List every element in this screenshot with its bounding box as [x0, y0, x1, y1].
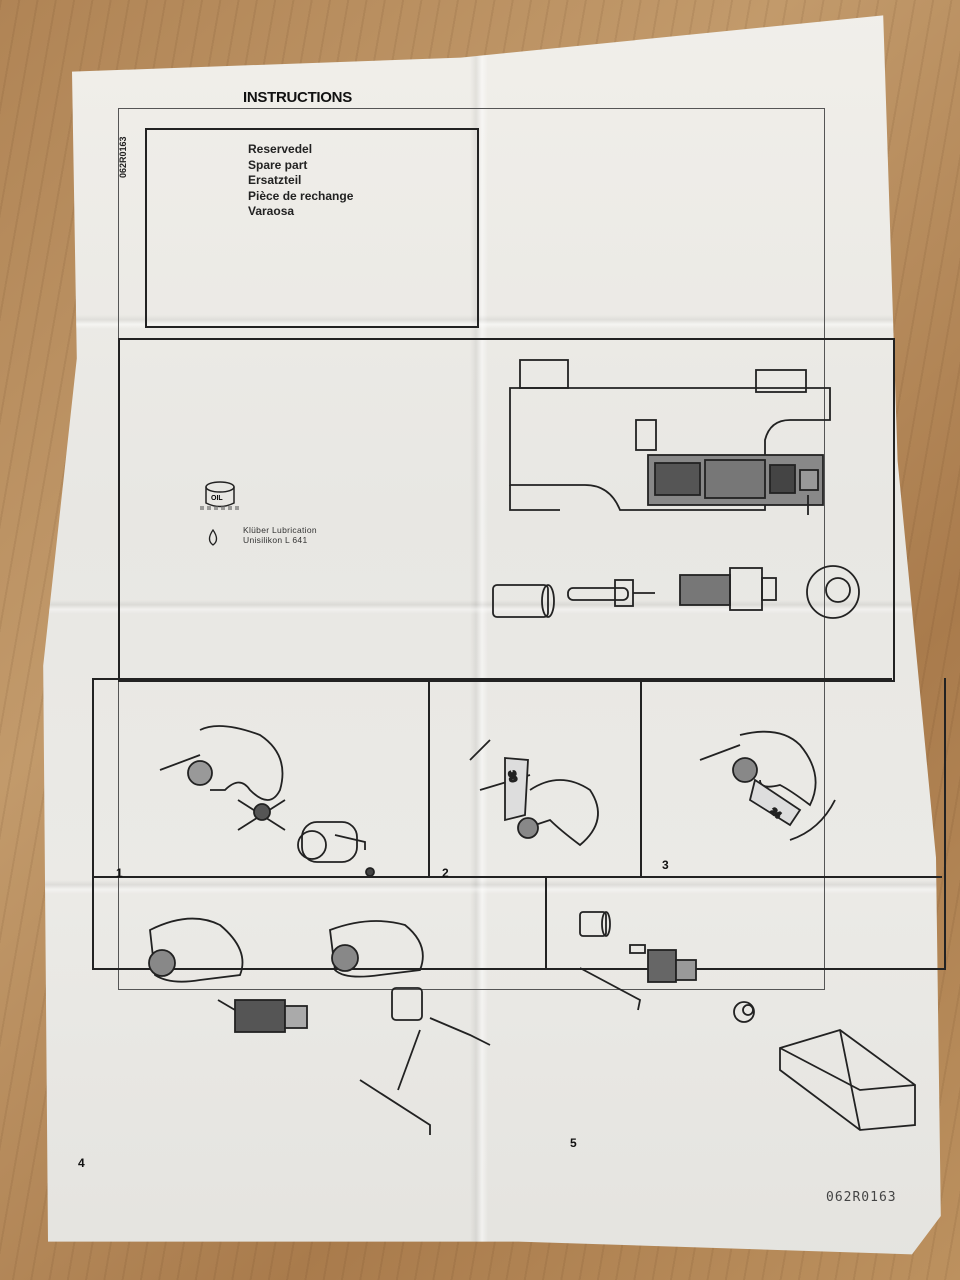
- footer-part-code: 062R0163: [826, 1190, 897, 1205]
- lubricant-product: Unisilikon L 641: [243, 535, 308, 545]
- step-number-5: 5: [570, 1136, 577, 1150]
- oil-label: OIL: [211, 495, 223, 502]
- divider-vertical: [545, 876, 547, 968]
- divider-vertical: [428, 678, 430, 878]
- spare-parts-exploded: [492, 565, 860, 619]
- spare-part-box: [145, 128, 479, 328]
- step-4-illustration: [148, 917, 491, 1135]
- lubricant-brand: Klüber Lubrication: [243, 525, 317, 535]
- step-5-illustration: [579, 911, 916, 1131]
- oil-can-icon: OIL: [200, 481, 240, 546]
- wrench-size-30: 30: [505, 770, 518, 783]
- page-title: INSTRUCTIONS: [243, 89, 352, 106]
- step-number-3: 3: [662, 858, 669, 872]
- divider-vertical: [640, 678, 642, 878]
- divider-horizontal: [92, 678, 892, 680]
- divider-horizontal: [92, 876, 942, 878]
- valve-assembly-diagram: [509, 359, 831, 515]
- overview-diagram-box: [118, 338, 895, 682]
- step-3-illustration: 24: [699, 730, 836, 841]
- lubricant-spec: Klüber Lubrication Unisilikon L 641: [243, 525, 317, 545]
- label-french: Pièce de rechange: [248, 188, 354, 203]
- step-number-2: 2: [442, 866, 449, 880]
- step-1-illustration: [159, 725, 375, 877]
- step-number-1: 1: [116, 866, 123, 880]
- paper-fold: [43, 880, 941, 894]
- steps-box: [92, 678, 946, 970]
- label-german: Ersatzteil: [248, 173, 302, 187]
- paper-fold: [43, 315, 941, 329]
- label-danish: Reservedel: [248, 142, 313, 156]
- step-number-4: 4: [78, 1156, 85, 1170]
- step-2-illustration: 30: [469, 739, 599, 847]
- label-finnish: Varaosa: [248, 204, 295, 218]
- label-english: Spare part: [248, 157, 308, 172]
- spare-part-labels: Reservedel Spare part Ersatzteil Pièce d…: [248, 142, 353, 220]
